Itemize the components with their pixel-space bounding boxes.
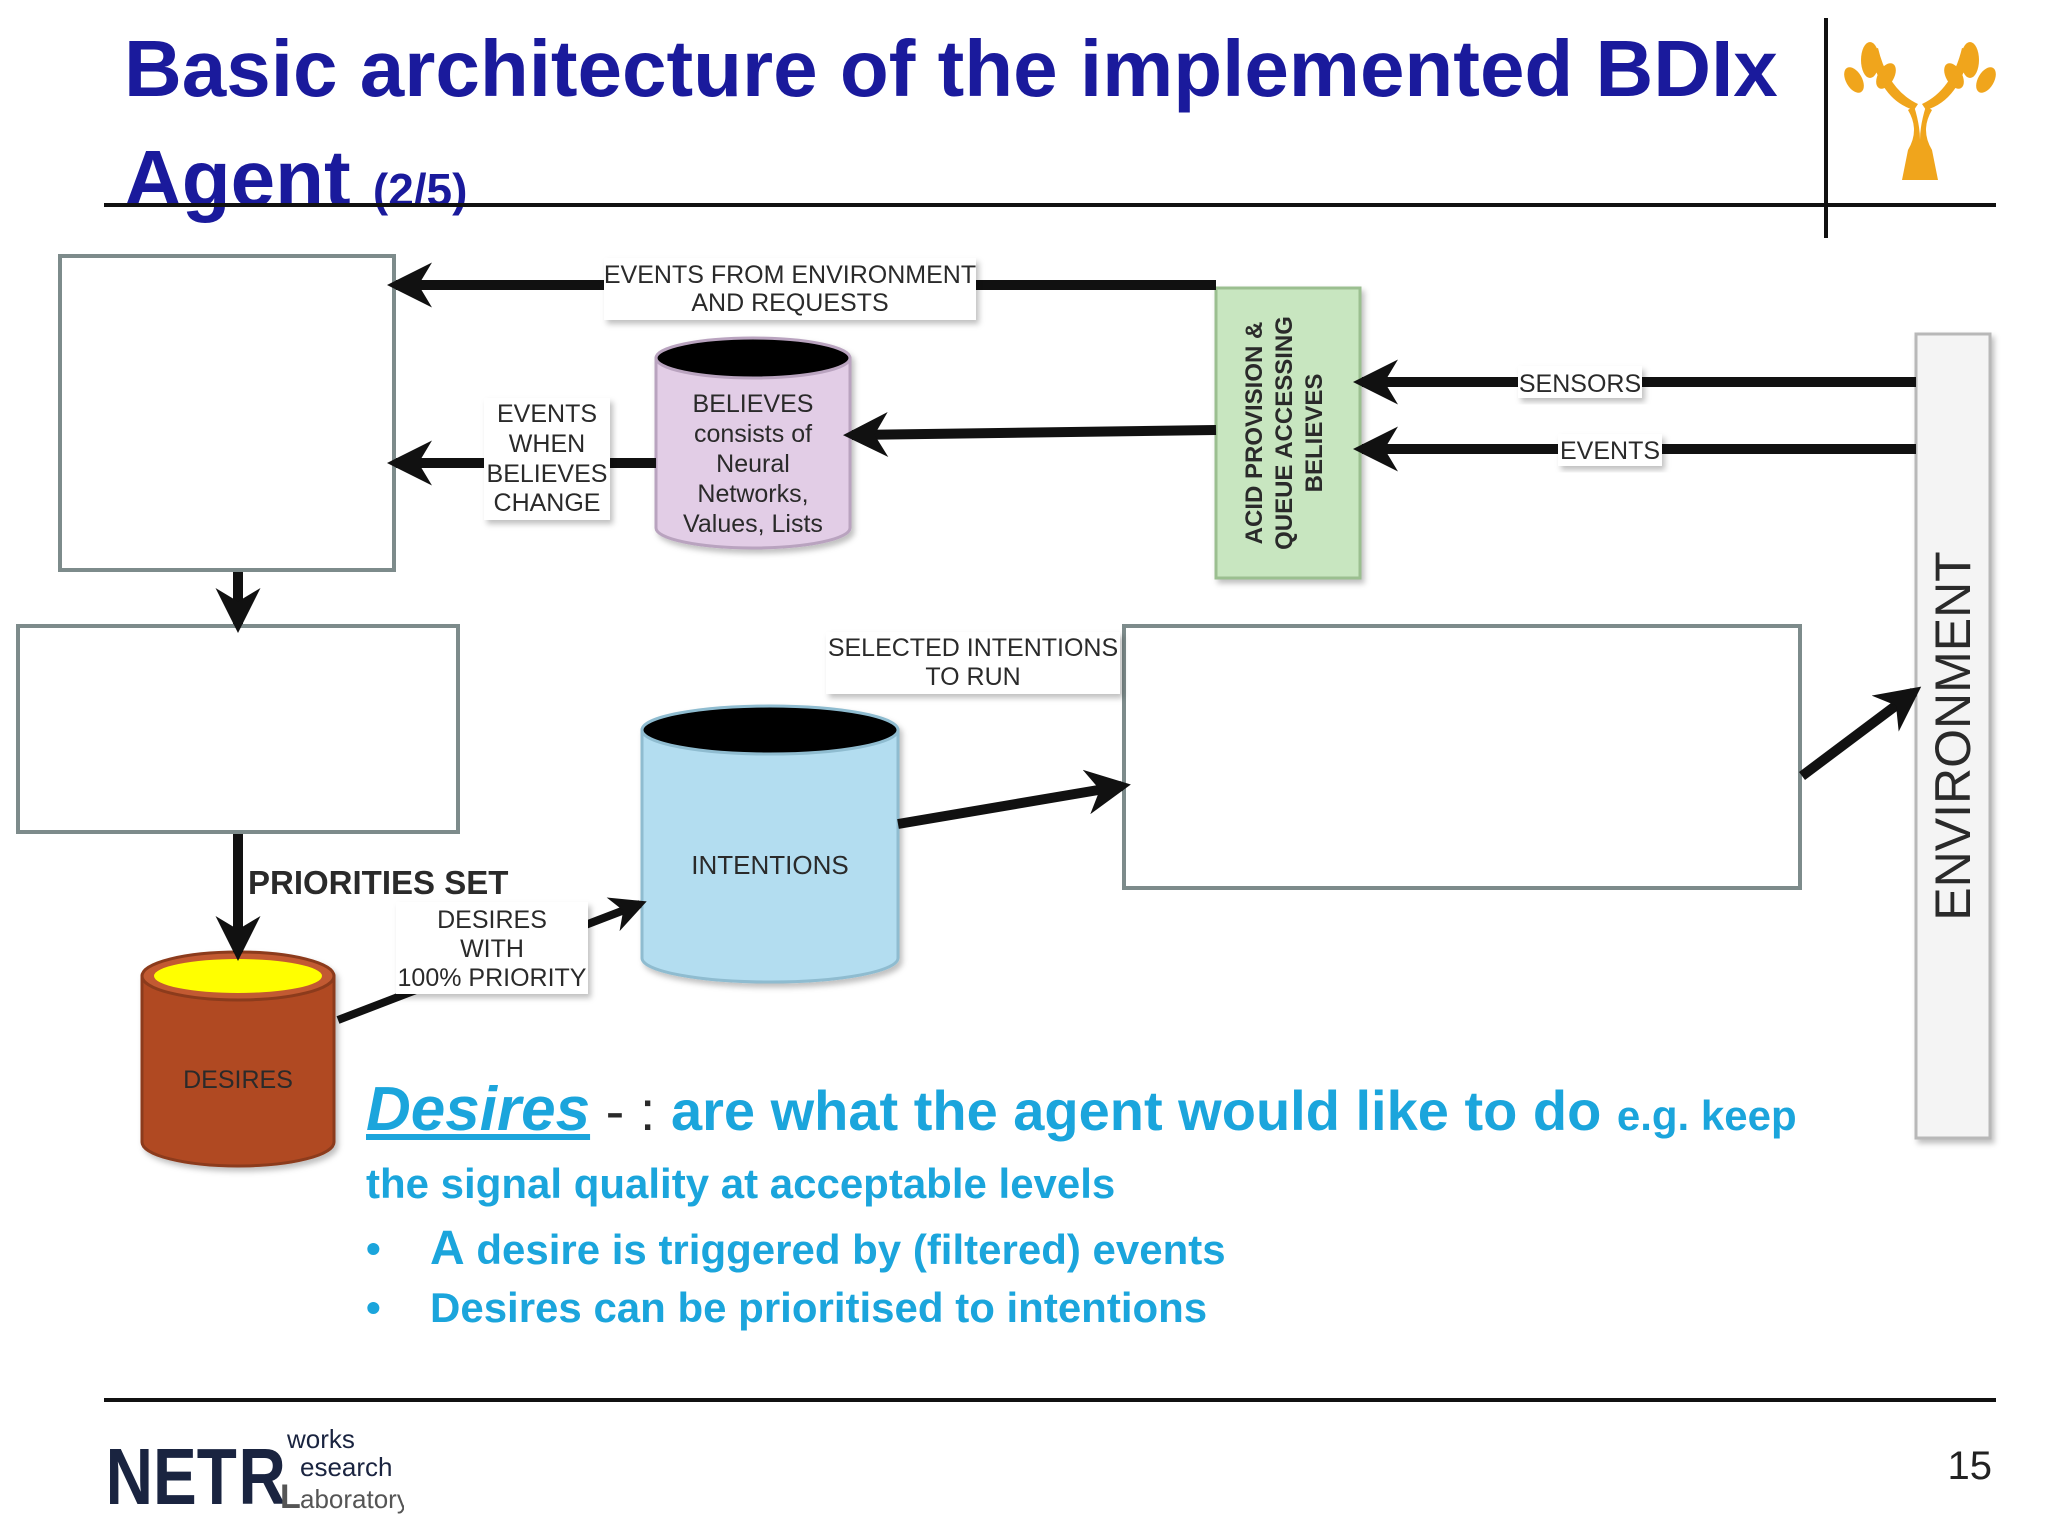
events-from-env-line-2: AND REQUESTS — [691, 289, 888, 317]
logo-works: works — [286, 1424, 355, 1454]
bullet-text: Desires can be prioritised to intentions — [430, 1284, 1208, 1331]
definition-text: are what the agent would like to do — [670, 1079, 1602, 1142]
netrl-logo: NET R works esearch aboratory L — [106, 1424, 404, 1520]
believes-label: BELIEVES consists of Neural Networks, Va… — [683, 390, 823, 538]
term-desires: Desires — [366, 1075, 591, 1144]
bullet-text: desire is triggered by (filtered) events — [464, 1226, 1226, 1273]
bullet-glyph: • — [366, 1225, 381, 1272]
believes-line-5: Values, Lists — [683, 510, 823, 538]
svg-text:L: L — [280, 1478, 301, 1516]
events-text: EVENTS — [1560, 437, 1660, 465]
intentions-label: INTENTIONS — [691, 850, 848, 880]
bullet-glyph: • — [366, 1284, 381, 1331]
bullet-list: • A desire is triggered by (filtered) ev… — [366, 1220, 1926, 1337]
logo-net: NET — [106, 1432, 237, 1520]
logo-esearch: esearch — [300, 1452, 393, 1482]
desire-generator-box — [16, 624, 460, 834]
environment-label: ENVIRONMENT — [1925, 551, 1981, 920]
believes-line-3: Neural — [716, 450, 790, 478]
definition-line: Desires - : are what the agent would lik… — [366, 1070, 1926, 1156]
bullet-first-word: A — [430, 1222, 465, 1275]
bullet-item: • A desire is triggered by (filtered) ev… — [366, 1220, 1926, 1279]
label-events-from-environment: EVENTS FROM ENVIRONMENT AND REQUESTS — [604, 258, 976, 320]
arrow-executor-to-environment — [1799, 686, 1922, 780]
logo-r: R — [238, 1432, 285, 1520]
header-vertical-rule — [1824, 18, 1828, 238]
events-when-line-2: WHEN — [509, 430, 585, 458]
acid-line-2: QUEUE ACCESSING — [1271, 316, 1298, 550]
believes-line-2: consists of — [694, 420, 812, 448]
university-logo-icon — [1844, 42, 1996, 180]
label-desires-with-priority: DESIRES WITH 100% PRIORITY — [396, 902, 588, 994]
environment-bar — [1914, 332, 1992, 1140]
arrow-acid-to-believes — [843, 412, 1217, 458]
intention-executor-box — [1122, 624, 1802, 890]
slide-title: Basic architecture of the implemented BD… — [124, 14, 1804, 245]
example-end: the signal quality at acceptable levels — [366, 1160, 1116, 1207]
footer-rule — [104, 1398, 1996, 1402]
sensors-text: SENSORS — [1519, 370, 1641, 398]
selected-line-2: TO RUN — [925, 663, 1020, 691]
events-when-line-4: CHANGE — [494, 489, 601, 517]
acid-provision-label: ACID PROVISION & QUEUE ACCESSING BELIEVE… — [1241, 316, 1328, 550]
events-from-env-line-1: EVENTS FROM ENVIRONMENT — [604, 261, 976, 289]
logo-laboratory: aboratory — [300, 1484, 404, 1514]
term-separator: - : — [590, 1079, 671, 1142]
label-selected-intentions: SELECTED INTENTIONS TO RUN — [826, 632, 1120, 694]
header-rule — [104, 203, 1996, 207]
priorities-set-label: PRIORITIES SET — [248, 864, 508, 901]
believes-cylinder — [654, 336, 852, 550]
desires-with-line-3: 100% PRIORITY — [398, 964, 587, 992]
example-start: e.g. keep — [1616, 1092, 1797, 1139]
desires-cylinder-label: DESIRES — [183, 1066, 293, 1094]
title-main: Basic architecture of the implemented BD… — [124, 24, 1778, 223]
arrow-intentions-to-executor — [897, 769, 1131, 829]
desires-with-line-2: WITH — [460, 935, 524, 963]
believes-line-4: Networks, — [697, 480, 808, 508]
label-events: EVENTS — [1558, 434, 1662, 466]
acid-line-1: ACID PROVISION & — [1241, 322, 1268, 545]
label-sensors: SENSORS — [1518, 366, 1642, 398]
desires-description: Desires - : are what the agent would lik… — [366, 1070, 1926, 1337]
selected-line-1: SELECTED INTENTIONS — [828, 634, 1118, 662]
intentions-cylinder — [640, 704, 900, 984]
bullet-item: • Desires can be prioritised to intentio… — [366, 1279, 1926, 1337]
desires-with-line-1: DESIRES — [437, 906, 547, 934]
events-when-line-1: EVENTS — [497, 400, 597, 428]
event-handler-box — [58, 254, 396, 572]
believes-line-1: BELIEVES — [693, 390, 814, 418]
desires-cylinder — [140, 950, 336, 1168]
acid-line-3: BELIEVES — [1301, 374, 1328, 493]
title-sub: (2/5) — [372, 164, 468, 216]
events-when-line-3: BELIEVES — [487, 460, 608, 488]
label-events-when-believes-change: EVENTS WHEN BELIEVES CHANGE — [484, 398, 610, 520]
page-number: 15 — [1947, 1444, 1993, 1488]
